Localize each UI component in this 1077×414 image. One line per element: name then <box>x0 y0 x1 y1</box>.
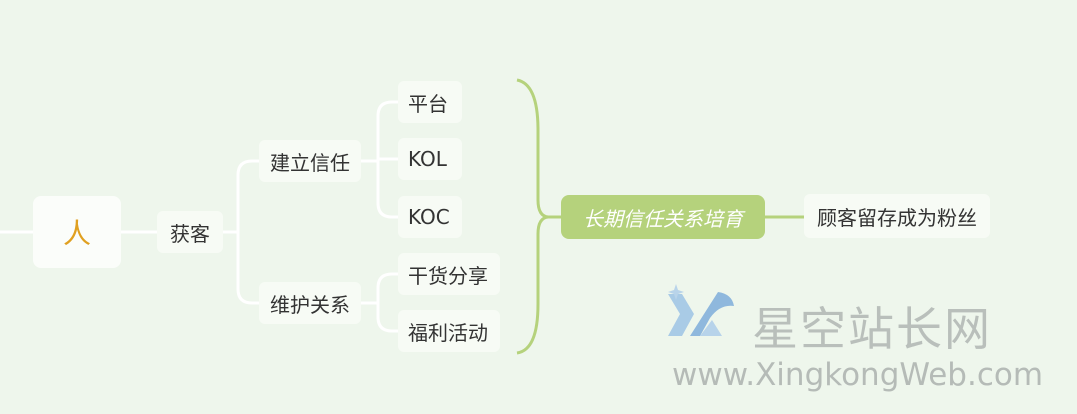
result-node[interactable]: 顾客留存成为粉丝 <box>804 194 990 238</box>
node-huoke[interactable]: 获客 <box>157 211 223 253</box>
leaf-platform[interactable]: 平台 <box>398 81 462 123</box>
summary-bracket <box>516 78 549 355</box>
leaf-benefit-activity[interactable]: 福利活动 <box>398 310 500 352</box>
leaf-content-sharing[interactable]: 干货分享 <box>398 253 500 295</box>
root-node[interactable]: 人 <box>33 196 121 268</box>
node-maintain-relationship[interactable]: 维护关系 <box>259 282 361 324</box>
watermark-url: www.XingkongWeb.com <box>672 357 1044 393</box>
xk-logo-icon <box>668 284 734 336</box>
leaf-kol[interactable]: KOL <box>398 138 462 180</box>
connector-branch2-to-leaves <box>359 272 400 333</box>
node-build-trust[interactable]: 建立信任 <box>259 140 361 182</box>
connector-l1-to-branches <box>221 159 261 305</box>
leaf-koc[interactable]: KOC <box>398 196 462 238</box>
watermark-brand: 星空站长网 <box>752 302 992 356</box>
connector-branch1-to-leaves <box>359 100 400 219</box>
summary-node[interactable]: 长期信任关系培育 <box>561 195 765 239</box>
